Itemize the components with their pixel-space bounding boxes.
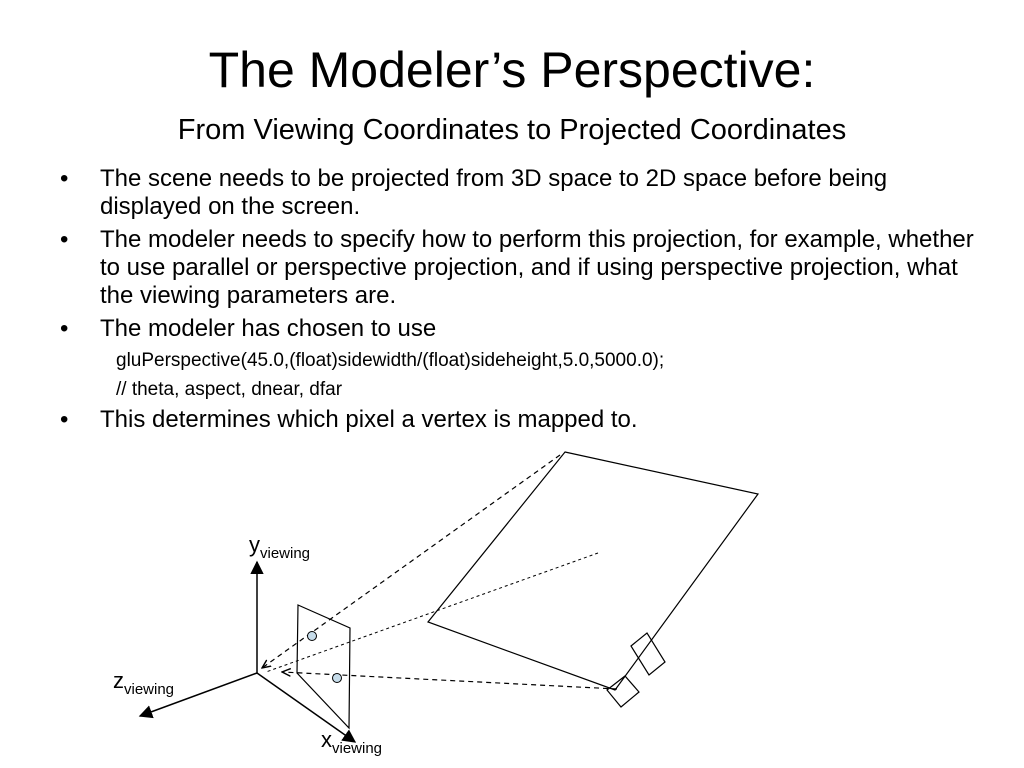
bullet-text: This determines which pixel a vertex is …: [100, 406, 638, 433]
bullet-marker: •: [60, 226, 69, 253]
z-axis-subscript: viewing: [124, 681, 174, 698]
bullet-marker: •: [60, 165, 69, 192]
x-axis-label: xviewing: [321, 727, 382, 757]
projection-line-top: [262, 454, 561, 668]
projected-point-upper: [307, 631, 317, 641]
bullet-list: • The scene needs to be projected from 3…: [58, 165, 988, 439]
projection-line-bottom: [282, 672, 618, 690]
x-axis-subscript: viewing: [332, 740, 382, 757]
bullet-item: • This determines which pixel a vertex i…: [58, 406, 988, 434]
projection-line-center: [265, 552, 599, 673]
bullet-item: • The scene needs to be projected from 3…: [58, 165, 988, 221]
x-axis: [256, 672, 357, 743]
y-axis-label: yviewing: [249, 532, 310, 562]
z-axis-letter: z: [113, 668, 124, 693]
slide-subtitle: From Viewing Coordinates to Projected Co…: [177, 114, 847, 146]
near-plane: [296, 604, 351, 730]
scene-plane: [427, 451, 760, 691]
y-axis-letter: y: [249, 532, 260, 557]
projected-point-lower: [332, 673, 342, 683]
code-comment-line: // theta, aspect, dnear, dfar: [116, 379, 343, 400]
bullet-text: The modeler has chosen to use: [100, 315, 437, 342]
slide-title: The Modeler’s Perspective:: [208, 42, 816, 98]
code-line: gluPerspective(45.0,(float)sidewidth/(fl…: [116, 350, 665, 371]
x-axis-letter: x: [321, 727, 332, 752]
scene-object-upper: [630, 632, 666, 676]
z-axis-label: zviewing: [113, 668, 174, 698]
bullet-item: • The modeler needs to specify how to pe…: [58, 226, 988, 310]
bullet-item: • The modeler has chosen to use: [58, 315, 988, 343]
projection-diagram: yviewing zviewing xviewing: [113, 451, 760, 757]
bullet-text: The modeler needs to specify how to perf…: [100, 226, 974, 309]
bullet-marker: •: [60, 315, 69, 342]
z-axis: [138, 672, 258, 719]
y-axis-subscript: viewing: [260, 545, 310, 562]
bullet-text: The scene needs to be projected from 3D …: [100, 165, 888, 220]
bullet-marker: •: [60, 406, 69, 433]
scene-object-lower: [606, 675, 640, 708]
